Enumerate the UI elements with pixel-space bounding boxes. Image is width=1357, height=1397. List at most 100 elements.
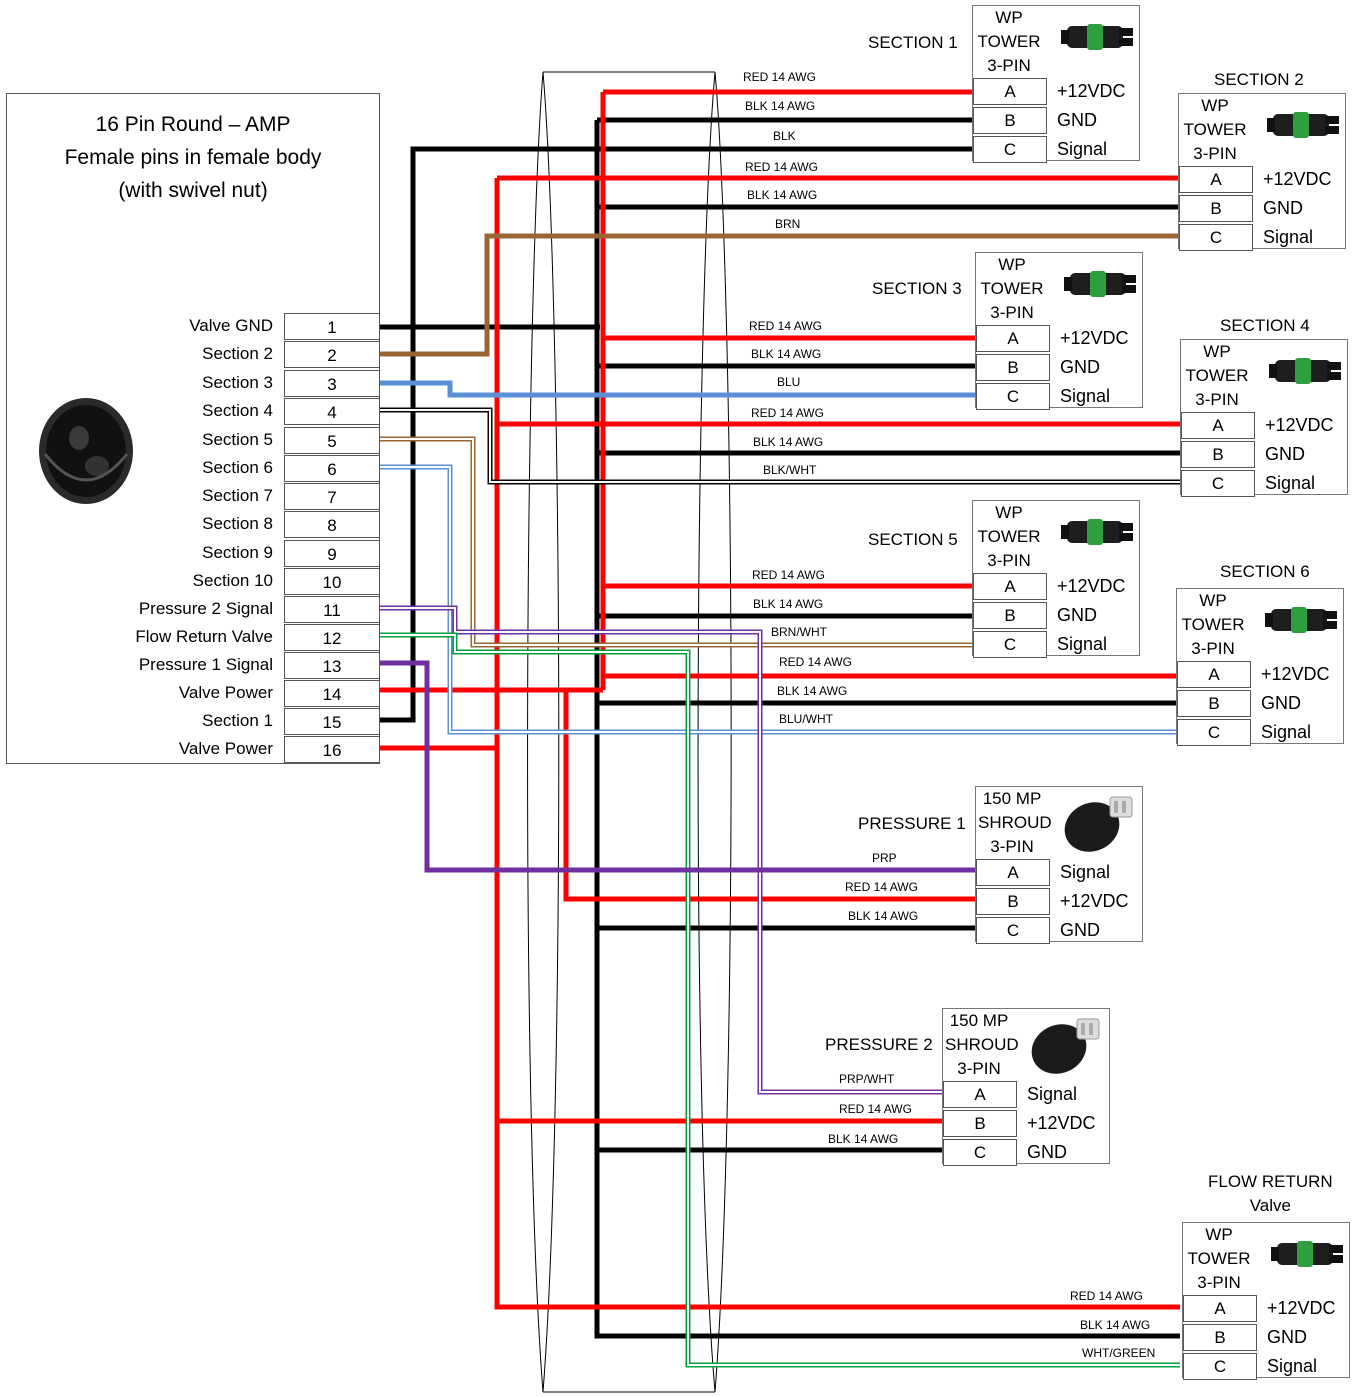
wire-label: BLK 14 AWG	[753, 435, 824, 449]
wire-label: PRP	[872, 851, 897, 865]
connector-type-line2: SHROUD	[945, 1035, 1019, 1054]
wire-ground-spine	[380, 146, 593, 723]
wire-label: BLK 14 AWG	[1080, 1318, 1151, 1332]
connector-type-line2: SHROUD	[978, 813, 1052, 832]
connector-pin-function: Signal	[1060, 386, 1111, 406]
pin-label: Section 1	[202, 711, 273, 730]
connector-pin-function: +12VDC	[1060, 891, 1129, 911]
pin-label: Section 9	[202, 543, 273, 562]
wire-label: RED 14 AWG	[743, 70, 816, 84]
wire-label: PRP/WHT	[839, 1072, 895, 1086]
pin-number: 12	[284, 624, 380, 651]
connector-type-line3: 3-PIN	[990, 837, 1034, 856]
wire-label: RED 14 AWG	[745, 160, 818, 174]
wire-label: BLK 14 AWG	[747, 188, 818, 202]
connector-pin: A	[973, 573, 1047, 600]
connector-name-line1: SECTION 6	[1220, 562, 1310, 581]
connector-name-line1: SECTION 4	[1220, 316, 1310, 335]
pin-label: Section 5	[202, 430, 273, 449]
connector-pin-function: +12VDC	[1265, 415, 1334, 435]
pin-number: 2	[284, 341, 380, 368]
connector-type-line2: TOWER	[1183, 120, 1247, 139]
connector-name-line1: PRESSURE 1	[858, 814, 966, 833]
tower-connector-icon	[1267, 104, 1343, 151]
pin-label: Section 3	[202, 373, 273, 392]
connector-pin: C	[976, 383, 1050, 410]
connector-pin: C	[943, 1139, 1017, 1166]
connector-pin: C	[1181, 470, 1255, 497]
pin-row: Section 9 9	[0, 540, 380, 568]
connector-pin: A	[1179, 166, 1253, 193]
connector-type-line2: TOWER	[977, 527, 1041, 546]
connector-name-line1: FLOW RETURN	[1208, 1172, 1333, 1191]
wire-label: RED 14 AWG	[845, 880, 918, 894]
wire-label: RED 14 AWG	[751, 406, 824, 420]
main-title-line3: (with swivel nut)	[118, 179, 268, 202]
connector-pin-function: Signal	[1265, 473, 1316, 493]
connector-type-line3: 3-PIN	[1195, 390, 1239, 409]
connector-name-line1: SECTION 5	[868, 530, 958, 549]
wire-label: WHT/GREEN	[1082, 1346, 1156, 1360]
connector-type-line3: 3-PIN	[990, 303, 1034, 322]
connector-type-line2: TOWER	[1181, 615, 1245, 634]
connector-pin: A	[1183, 1295, 1257, 1322]
pin-number: 16	[284, 736, 380, 763]
connector-pin-function: Signal	[1057, 139, 1108, 159]
pin-number: 14	[284, 680, 380, 707]
pin-number: 6	[284, 455, 380, 482]
wire-label: RED 14 AWG	[779, 655, 852, 669]
wire-blkwht-sec4-core	[380, 409, 1180, 483]
pin-label: Flow Return Valve	[135, 627, 273, 646]
wire-whtgrn-flow-core	[380, 634, 1180, 1366]
connector-pin: B	[973, 602, 1047, 629]
connector-name: SECTION 6	[1220, 562, 1310, 582]
wire-power-bus-b	[494, 175, 1180, 1310]
connector-pin: C	[1177, 719, 1251, 746]
connector-name-line1: SECTION 2	[1214, 70, 1304, 89]
wire-brn-sec2	[380, 233, 1180, 357]
connector-pin-function: GND	[1261, 693, 1301, 713]
connector-pin: C	[976, 917, 1050, 944]
pin-label: Section 7	[202, 486, 273, 505]
pin-label: Valve GND	[189, 316, 273, 335]
connector-name-line1: SECTION 1	[868, 33, 958, 52]
wire-label: BLK 14 AWG	[751, 347, 822, 361]
connector-type-line3: 3-PIN	[1197, 1273, 1241, 1292]
connector-name: PRESSURE 1	[858, 814, 966, 834]
connector-pin-function: +12VDC	[1060, 328, 1129, 348]
pin-label: Section 6	[202, 458, 273, 477]
connector-pin-function: GND	[1263, 198, 1303, 218]
connector-pin-function: Signal	[1267, 1356, 1318, 1376]
connector-pin-function: GND	[1057, 605, 1097, 625]
pin-number: 15	[284, 708, 380, 735]
pin-number: 13	[284, 652, 380, 679]
connector-pin-function: Signal	[1263, 227, 1314, 247]
connector-pin-function: Signal	[1060, 862, 1111, 882]
connector-pin-function: +12VDC	[1057, 576, 1126, 596]
shroud-connector-icon	[1025, 1009, 1105, 1086]
pin-number: 9	[284, 540, 380, 567]
main-title-line2: Female pins in female body	[64, 146, 322, 169]
wire-ground-bus	[594, 120, 1180, 1339]
connector-pin: C	[973, 631, 1047, 658]
wire-label: BLK/WHT	[763, 463, 817, 477]
connector-type-line3: 3-PIN	[1193, 144, 1237, 163]
connector-pin: B	[973, 107, 1047, 134]
connector-pin-function: GND	[1057, 110, 1097, 130]
pin-label: Section 8	[202, 514, 273, 533]
wire-label: RED 14 AWG	[1070, 1289, 1143, 1303]
wire-prpwht-press2	[380, 605, 942, 1095]
